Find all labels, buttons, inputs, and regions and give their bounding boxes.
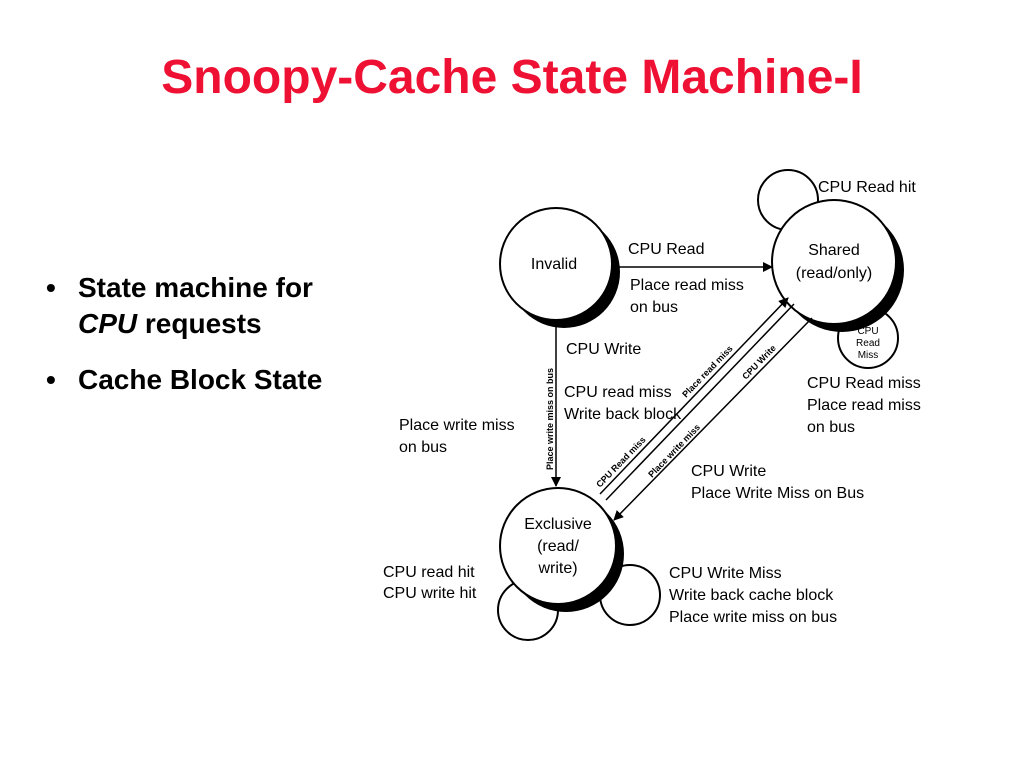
label-exclusive-write-hit: CPU write hit bbox=[383, 585, 477, 602]
state-exclusive-label-3: write) bbox=[537, 560, 577, 577]
arrow-exclusive-to-shared bbox=[599, 297, 789, 495]
arrow-exclusive-to-shared-shadow bbox=[605, 303, 795, 501]
state-shared-label-2: (read/only) bbox=[796, 265, 872, 282]
bullet-text-em: CPU bbox=[78, 308, 138, 339]
bullet-dot: • bbox=[46, 364, 56, 395]
bullet-text-post: requests bbox=[137, 308, 262, 339]
bullet-text: Cache Block State bbox=[78, 364, 323, 395]
label-exclusive-write-miss-3: Place write miss on bus bbox=[669, 609, 837, 626]
label-invalid-to-shared-action-1: Place read miss bbox=[630, 277, 744, 294]
arrow-shared-to-exclusive bbox=[613, 317, 813, 521]
bullet-item-state-machine: • State machine for CPU requests bbox=[46, 270, 336, 342]
state-shared-label-1: Shared bbox=[808, 242, 860, 259]
label-shared-read-miss-loop-1: CPU bbox=[857, 326, 878, 337]
label-shared-read-miss-event: CPU Read miss bbox=[807, 375, 921, 392]
label-invalid-to-exclusive-rotated: Place write miss on bus bbox=[545, 368, 555, 470]
state-invalid bbox=[499, 207, 613, 321]
label-invalid-to-shared-action-2: on bus bbox=[630, 299, 678, 316]
state-invalid-label: Invalid bbox=[531, 256, 577, 273]
label-exclusive-to-shared-action: Write back block bbox=[564, 406, 682, 423]
label-exclusive-write-miss-2: Write back cache block bbox=[669, 587, 834, 604]
label-shared-to-exclusive-event: CPU Write bbox=[691, 463, 766, 480]
state-exclusive-label-1: Exclusive bbox=[524, 516, 592, 533]
label-exclusive-to-shared-rotated-1: CPU Read miss bbox=[594, 435, 647, 490]
label-exclusive-write-miss-1: CPU Write Miss bbox=[669, 565, 782, 582]
label-invalid-to-shared-event: CPU Read bbox=[628, 241, 704, 258]
label-shared-read-miss-action-2: on bus bbox=[807, 419, 855, 436]
label-shared-to-exclusive-action: Place Write Miss on Bus bbox=[691, 485, 864, 502]
label-place-write-miss-1: Place write miss bbox=[399, 417, 515, 434]
label-invalid-to-exclusive-event: CPU Write bbox=[566, 341, 641, 358]
label-shared-read-miss-loop-3: Miss bbox=[858, 350, 879, 361]
label-place-write-miss-2: on bus bbox=[399, 439, 447, 456]
bullet-text-pre: State machine for bbox=[78, 272, 313, 303]
label-exclusive-to-shared-event: CPU read miss bbox=[564, 384, 672, 401]
state-exclusive-label-2: (read/ bbox=[537, 538, 579, 555]
label-exclusive-read-hit: CPU read hit bbox=[383, 564, 475, 581]
state-exclusive bbox=[499, 487, 617, 605]
label-shared-read-miss-loop-2: Read bbox=[856, 338, 880, 349]
bullet-list: • State machine for CPU requests • Cache… bbox=[46, 270, 336, 418]
bullet-dot: • bbox=[46, 272, 56, 303]
label-shared-read-miss-action: Place read miss bbox=[807, 397, 921, 414]
label-shared-read-hit: CPU Read hit bbox=[818, 179, 916, 196]
state-shared bbox=[771, 199, 897, 325]
label-shared-to-exclusive-rotated-1: CPU Write bbox=[740, 343, 778, 381]
bullet-item-cache-block-state: • Cache Block State bbox=[46, 362, 336, 398]
slide-title: Snoopy-Cache State Machine-I bbox=[161, 51, 863, 104]
label-exclusive-to-shared-rotated-2: Place read miss bbox=[680, 343, 734, 399]
